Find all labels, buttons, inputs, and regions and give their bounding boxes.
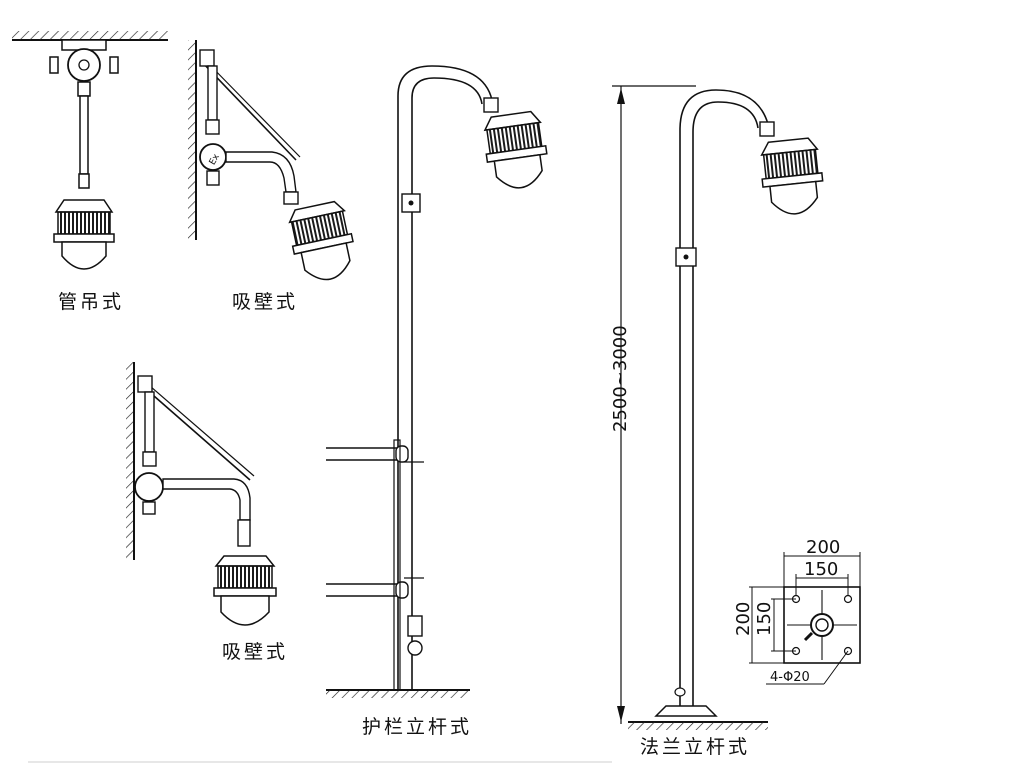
pipe-pendant-installation: 管吊式: [12, 31, 168, 313]
guardrail-pole-label: 护栏立杆式: [362, 716, 472, 738]
wall-mount-installation-top: Ex 吸壁式: [188, 40, 354, 313]
pole-height-dimension: 2500~3000: [610, 325, 631, 432]
flange-outer-width: 200: [806, 537, 840, 558]
flange-inner-width: 150: [804, 559, 838, 580]
wall-mount-top-label: 吸壁式: [232, 291, 298, 313]
guardrail-pole-installation: 护栏立杆式: [326, 65, 548, 738]
flange-outer-height: 200: [733, 602, 754, 636]
flange-inner-height: 150: [754, 602, 775, 636]
flange-pole-label: 法兰立杆式: [640, 736, 750, 758]
bolt-hole-spec: 4-Φ20: [770, 670, 810, 685]
flange-plate-detail: 200 150 200 150 4-Φ20: [733, 537, 861, 685]
pipe-pendant-label: 管吊式: [58, 291, 124, 313]
wall-mount-installation-bottom: 吸壁式: [126, 362, 288, 663]
wall-mount-bottom-label: 吸壁式: [222, 641, 288, 663]
flange-pole-installation: 2500~3000 法兰立杆式: [610, 85, 824, 758]
